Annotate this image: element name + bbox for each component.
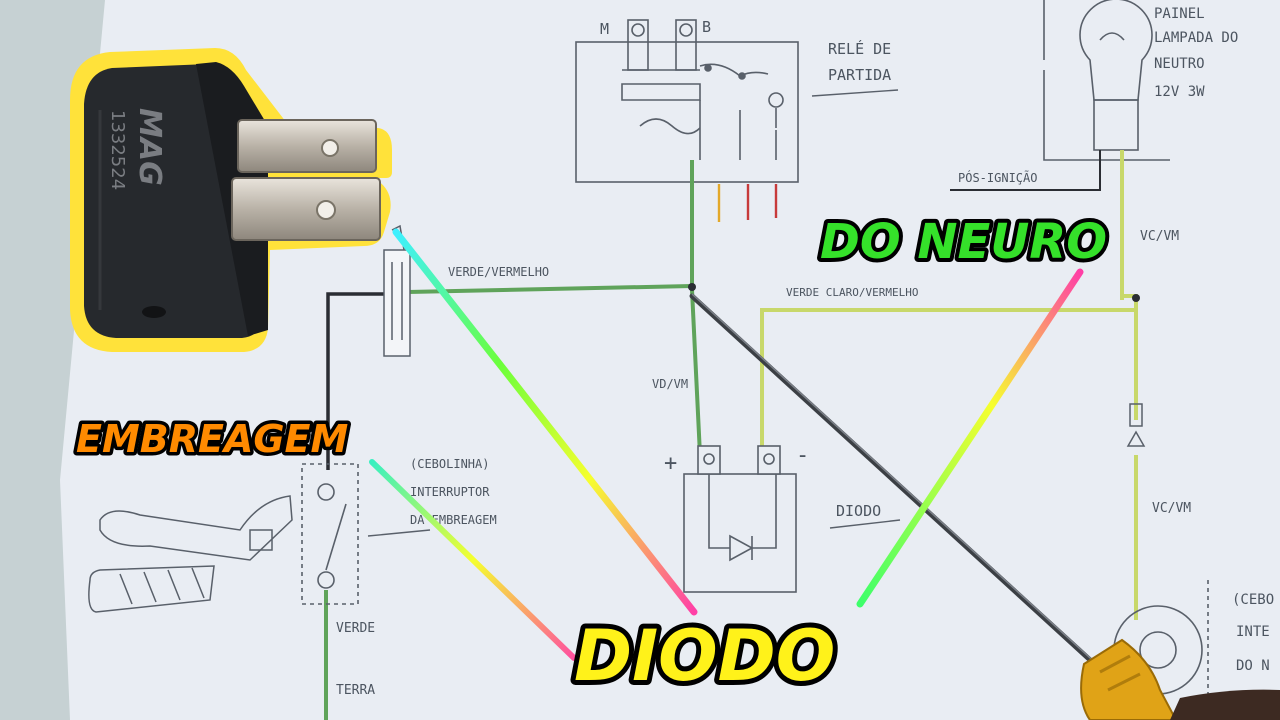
switch-arrow — [367, 529, 431, 537]
lampada-do-label: LAMPADA DO — [1154, 30, 1238, 46]
vc-vm-bottom-label: VC/VM — [1152, 501, 1191, 516]
pointer-line-embreagem — [369, 459, 577, 661]
right-cebo-label: (CEBO — [1232, 592, 1274, 608]
vc-vm-wire — [1120, 150, 1138, 620]
inline-diode-symbol — [1126, 430, 1146, 447]
verde-label: VERDE — [336, 621, 375, 636]
relay-brand-text: MAG — [132, 108, 167, 186]
inline-diode-body — [1129, 403, 1143, 427]
relay-arrow — [811, 89, 899, 97]
right-do-label: DO N — [1236, 658, 1270, 674]
relay-part-number-text: 1332524 — [107, 110, 128, 190]
clutch-lever-sketch — [88, 495, 293, 613]
relay-component-photo — [70, 48, 392, 352]
junction-right — [1132, 294, 1140, 302]
neutral-lamp-schematic — [1043, 0, 1170, 161]
embreagem-title: EMBREAGEM — [76, 417, 349, 461]
do-neuro-title: DO NEURO — [820, 214, 1107, 270]
diode-module — [683, 445, 797, 593]
rele-de-label: RELÉ DE — [828, 39, 891, 58]
vd-vm-label: VD/VM — [652, 377, 688, 391]
vc-vm-top-label: VC/VM — [1140, 229, 1179, 244]
verde-vermelho-wire — [407, 284, 693, 294]
neutro-label: NEUTRO — [1154, 56, 1205, 72]
diodo-arrow — [829, 519, 901, 529]
black-wire — [326, 292, 388, 470]
screwdriver — [689, 293, 1178, 720]
clutch-switch-symbol — [301, 463, 359, 605]
post-ignition-wire — [950, 150, 1101, 191]
pointer-line-connector — [392, 228, 698, 616]
starter-relay-schematic — [575, 19, 799, 183]
terminal-b-label: B — [702, 18, 711, 36]
lamp-rating-label: 12V 3W — [1154, 84, 1205, 100]
verde-claro-vermelho-label: VERDE CLARO/VERMELHO — [786, 286, 918, 299]
hand-partial — [1170, 689, 1280, 720]
diode-plus-label: + — [664, 451, 677, 476]
terminal-m-label: M — [600, 20, 609, 38]
pos-ignicao-label: PÓS-IGNIÇÃO — [958, 170, 1037, 185]
cebolinha-label: (CEBOLINHA) — [410, 457, 489, 471]
painel-label: PAINEL — [1154, 6, 1205, 22]
wire-connector — [383, 224, 411, 357]
vd-vm-wire — [690, 160, 702, 456]
diode-minus-label: - — [796, 443, 809, 468]
pointer-line-do-neuro — [856, 268, 1084, 608]
junction-left — [688, 283, 696, 291]
verde-claro-vermelho-wire — [760, 300, 1138, 455]
diodo-title: DIODO — [574, 615, 835, 697]
terra-label: TERRA — [336, 683, 375, 698]
partida-label: PARTIDA — [828, 66, 891, 84]
interruptor-label: INTERRUPTOR — [410, 485, 490, 499]
verde-vermelho-label: VERDE/VERMELHO — [448, 265, 549, 279]
right-inte-label: INTE — [1236, 624, 1270, 640]
diodo-handwritten-label: DIODO — [836, 502, 881, 520]
